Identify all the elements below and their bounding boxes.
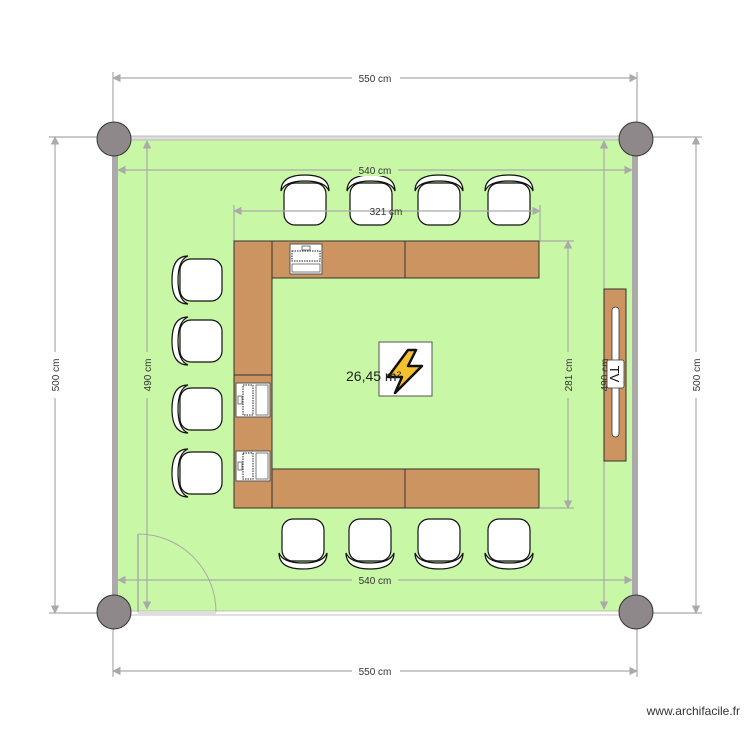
electric-panel[interactable] — [378, 341, 433, 397]
computer-icon[interactable] — [289, 243, 323, 275]
lightning-bolt-icon — [386, 348, 424, 395]
area-label: 26,45 m² — [346, 368, 402, 384]
wall-left — [112, 139, 118, 613]
chair[interactable] — [171, 316, 223, 366]
chair[interactable] — [171, 255, 223, 305]
dim-label-outer-left: 500 cm — [51, 359, 62, 392]
door[interactable] — [137, 533, 217, 613]
table[interactable] — [404, 240, 540, 279]
chair[interactable] — [484, 518, 534, 570]
tv-label: TV — [607, 366, 622, 383]
tv-unit[interactable]: 490 cm TV — [600, 288, 627, 462]
dim-label-inner-bottom: 540 cm — [359, 576, 392, 587]
watermark: www.archifacile.fr — [646, 704, 740, 718]
dim-label-outer-right: 500 cm — [692, 359, 703, 392]
chair[interactable] — [278, 518, 328, 570]
chair[interactable] — [414, 518, 464, 570]
column-top-right — [618, 121, 654, 157]
dim-label-table-height: 281 cm — [564, 359, 575, 392]
table[interactable] — [233, 240, 273, 376]
dim-label-inner-left: 490 cm — [143, 359, 154, 392]
computer-icon[interactable] — [235, 382, 271, 418]
chair[interactable] — [414, 174, 464, 226]
column-top-left — [96, 121, 132, 157]
dim-label-inner-right: 490 cm — [600, 359, 611, 392]
computer-icon[interactable] — [235, 450, 271, 482]
column-bottom-left — [96, 594, 132, 630]
chair[interactable] — [280, 174, 330, 226]
table[interactable] — [271, 468, 406, 509]
column-bottom-right — [618, 594, 654, 630]
dim-label-outer-top: 550 cm — [359, 74, 392, 85]
dim-label-table-width: 321 cm — [370, 207, 403, 218]
wall-right — [632, 139, 638, 613]
table[interactable] — [404, 468, 540, 509]
chair[interactable] — [484, 174, 534, 226]
dim-label-outer-bottom: 550 cm — [359, 667, 392, 678]
chair[interactable] — [345, 518, 395, 570]
door-opening — [138, 611, 216, 615]
wall-top — [115, 135, 636, 141]
chair[interactable] — [171, 384, 223, 434]
chair[interactable] — [171, 448, 223, 498]
dim-label-inner-top: 540 cm — [359, 166, 392, 177]
